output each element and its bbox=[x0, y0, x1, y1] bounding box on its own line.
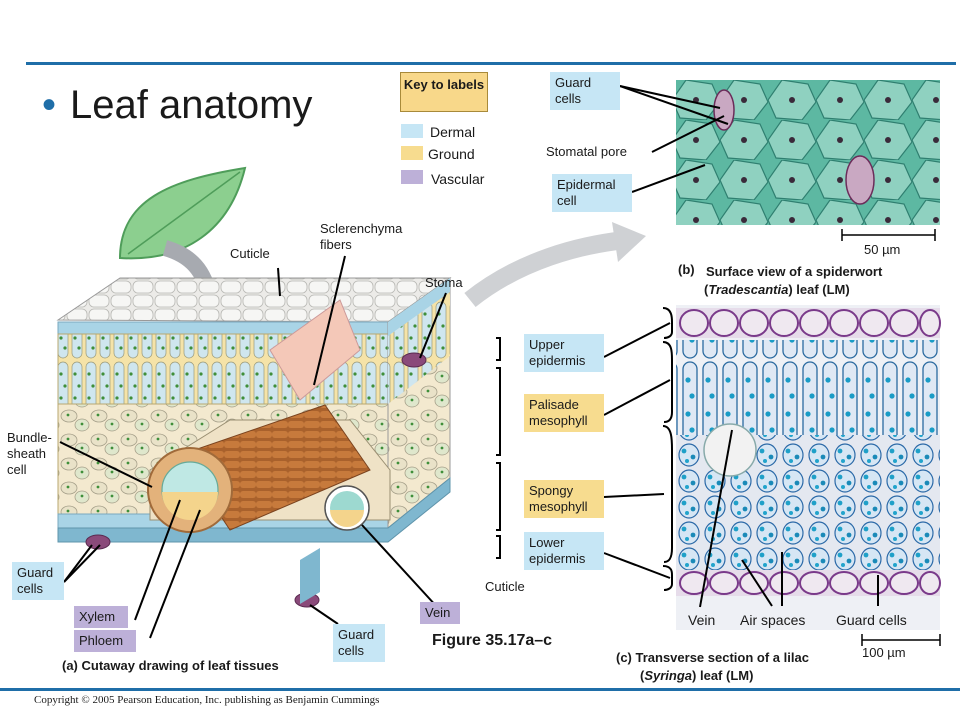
caption-b-line1: Surface view of a spiderwort bbox=[706, 264, 883, 279]
copyright: Copyright © 2005 Pearson Education, Inc.… bbox=[34, 694, 380, 706]
label-stoma: Stoma bbox=[425, 275, 463, 290]
caption-b-paren: ( bbox=[704, 282, 709, 297]
label-bundle-sheath: Bundle-sheath cell bbox=[7, 430, 52, 477]
caption-b-letter: (b) bbox=[678, 262, 695, 277]
label-c-vein: Vein bbox=[688, 612, 716, 628]
label-phloem: Phloem bbox=[74, 630, 136, 652]
slide-title-text: Leaf anatomy bbox=[70, 83, 313, 127]
key-swatch-ground bbox=[401, 146, 423, 160]
caption-a: (a) Cutaway drawing of leaf tissues bbox=[62, 658, 279, 673]
caption-b-suffix: ) leaf (LM) bbox=[788, 282, 850, 297]
label-palisade-mesophyll: Palisade mesophyll bbox=[524, 394, 604, 432]
label-guard-cells-left: Guard cells bbox=[12, 562, 64, 600]
top-rule bbox=[26, 62, 956, 65]
key-swatch-dermal bbox=[401, 124, 423, 138]
label-c-guard-cells: Guard cells bbox=[836, 612, 907, 628]
caption-c-suffix: ) leaf (LM) bbox=[692, 668, 754, 683]
caption-c-line2: (Syringa) leaf (LM) bbox=[640, 668, 753, 684]
label-b-epidermal-cell: Epidermal cell bbox=[552, 174, 632, 212]
key-label-ground: Ground bbox=[428, 146, 475, 162]
label-b-stomatal-pore: Stomatal pore bbox=[546, 144, 627, 159]
cuticle-surface bbox=[56, 277, 452, 323]
caption-c-line1: (c) Transverse section of a lilac bbox=[616, 650, 809, 665]
caption-b-species: Tradescantia bbox=[708, 282, 789, 297]
bullet-icon: • bbox=[42, 83, 57, 127]
bottom-rule bbox=[0, 688, 960, 691]
caption-b-line2: (Tradescantia) leaf (LM) bbox=[704, 282, 850, 298]
label-b-guard-cells: Guard cells bbox=[550, 72, 620, 110]
label-guard-cells-bottom: Guard cells bbox=[333, 624, 385, 662]
slide-title: • Leaf anatomy bbox=[42, 82, 312, 128]
key-swatch-vascular bbox=[401, 170, 423, 184]
label-spongy-mesophyll: Spongy mesophyll bbox=[524, 480, 604, 518]
key-label-dermal: Dermal bbox=[430, 124, 476, 140]
stoma-icon bbox=[401, 352, 427, 368]
label-cuticle-top: Cuticle bbox=[230, 246, 270, 261]
label-lower-epidermis: Lower epidermis bbox=[524, 532, 604, 570]
caption-c-paren: ( bbox=[640, 668, 645, 683]
label-sclerenchyma: Sclerenchyma fibers bbox=[320, 221, 403, 252]
key-heading: Key to labels bbox=[400, 72, 488, 112]
label-xylem: Xylem bbox=[74, 606, 128, 628]
label-vein: Vein bbox=[420, 602, 460, 624]
sclerenchyma-fibers bbox=[269, 299, 361, 401]
scale-bar-b: 50 µm bbox=[864, 242, 901, 257]
scale-bar-c: 100 µm bbox=[862, 645, 906, 660]
caption-c-species: Syringa bbox=[644, 668, 693, 683]
key-label-vascular: Vascular bbox=[431, 171, 485, 187]
label-c-air-spaces: Air spaces bbox=[740, 612, 806, 628]
label-upper-epidermis: Upper epidermis bbox=[524, 334, 604, 372]
label-cuticle-bottom: Cuticle bbox=[485, 579, 525, 594]
arrow-icon-right bbox=[464, 231, 626, 308]
figure-reference: Figure 35.17a–c bbox=[432, 632, 553, 649]
